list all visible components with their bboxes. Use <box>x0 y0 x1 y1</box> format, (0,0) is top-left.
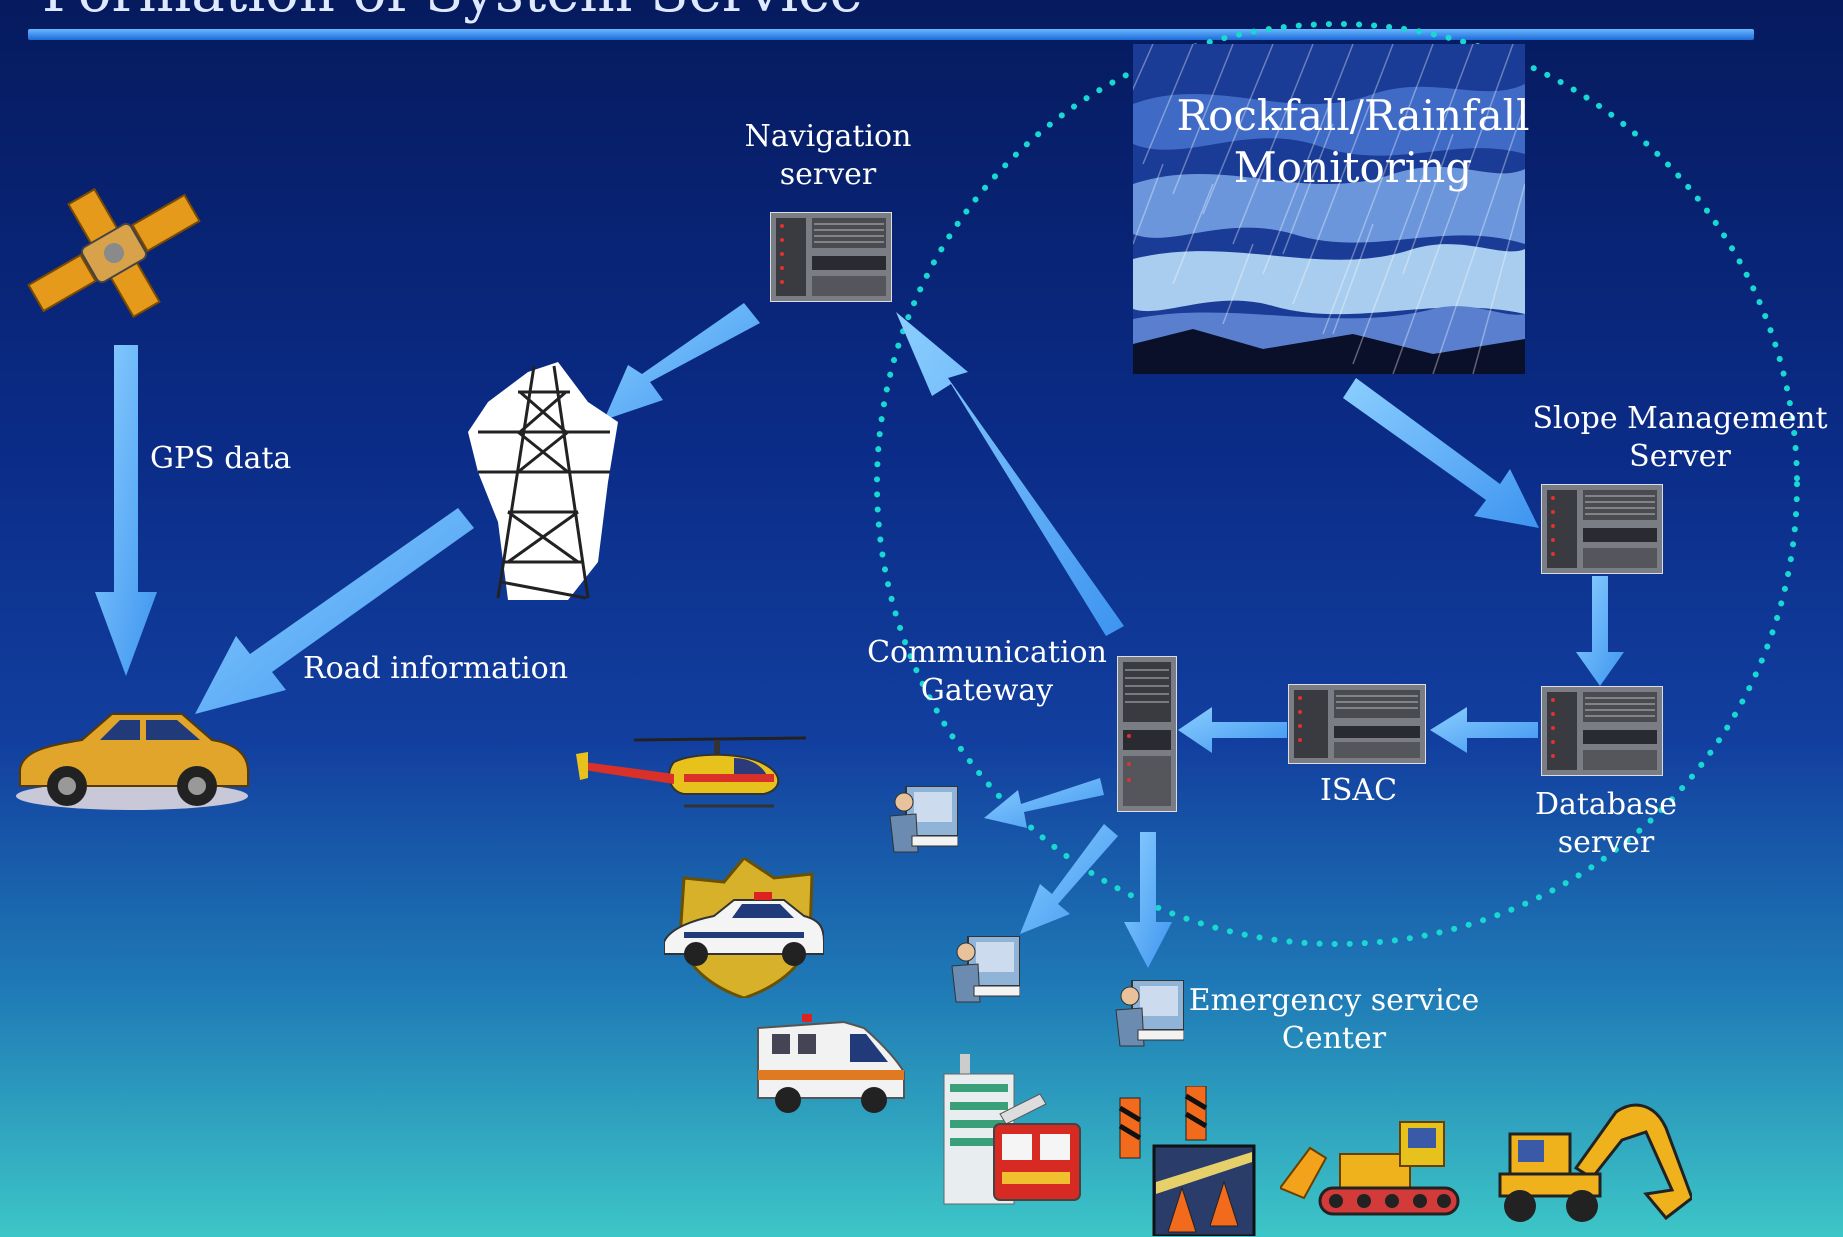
isac-to-gateway-arrow <box>1178 707 1287 753</box>
navigation-server-label: Navigation server <box>728 118 928 194</box>
db-to-isac-arrow <box>1430 707 1538 753</box>
database-server-label-line2: server <box>1557 825 1655 860</box>
bulldozer-icon <box>1280 1121 1460 1216</box>
satellite-icon <box>27 187 201 319</box>
slope-management-server-icon <box>1541 484 1663 574</box>
navigation-server-icon <box>770 212 892 302</box>
rainfall-monitoring-image <box>1133 44 1525 374</box>
monitoring-zone-circle <box>874 21 1800 947</box>
gps-arrow <box>95 345 157 676</box>
gateway-to-emergency-arrow <box>1124 832 1172 968</box>
monitoring-label-line2: Monitoring <box>1233 143 1473 192</box>
operator-icon-3 <box>1115 980 1184 1047</box>
monitoring-label: Rockfall/Rainfall Monitoring <box>1133 90 1573 194</box>
road-information-label: Road information <box>303 651 569 686</box>
gateway-to-nav-arrow <box>896 312 1124 636</box>
slope-server-label-line2: Server <box>1629 439 1731 474</box>
emergency-label-line2: Center <box>1281 1021 1387 1056</box>
police-car-icon <box>664 858 824 998</box>
slope-management-server-label: Slope Management Server <box>1530 400 1830 476</box>
fire-station-icon <box>943 1054 1081 1205</box>
communication-gateway-label: Communication Gateway <box>867 634 1107 710</box>
database-server-label: Database server <box>1520 786 1692 862</box>
database-server-label-line1: Database <box>1534 787 1678 822</box>
gateway-label-line2: Gateway <box>920 673 1054 708</box>
nav-to-tower-arrow <box>604 303 760 420</box>
navigation-server-label-line1: Navigation <box>744 119 912 154</box>
excavator-icon <box>1498 1103 1692 1222</box>
isac-label: ISAC <box>1320 773 1398 808</box>
title-divider <box>28 29 1754 40</box>
slope-server-label-line1: Slope Management <box>1532 401 1828 436</box>
roadwork-icon <box>1118 1086 1256 1236</box>
monitoring-to-slope-arrow <box>1343 378 1539 528</box>
ambulance-icon <box>757 1014 905 1113</box>
navigation-server-label-line2: server <box>779 157 877 192</box>
database-server-icon <box>1541 686 1663 776</box>
monitoring-label-line1: Rockfall/Rainfall <box>1176 91 1530 140</box>
gateway-label-line1: Communication <box>867 635 1107 670</box>
gateway-to-operator2-arrow <box>1020 824 1118 934</box>
transmission-tower-icon <box>468 362 618 600</box>
operator-icon-1 <box>889 786 958 853</box>
isac-server-icon <box>1288 684 1426 764</box>
gateway-to-operator1-arrow <box>984 778 1104 828</box>
emergency-label-line1: Emergency service <box>1188 983 1480 1018</box>
car-icon <box>16 713 249 810</box>
gps-data-label: GPS data <box>150 441 292 476</box>
page-title: Formation of System Service <box>42 0 863 25</box>
slope-to-db-arrow <box>1576 576 1624 686</box>
helicopter-icon <box>576 736 806 808</box>
operator-icon-2 <box>951 936 1020 1003</box>
communication-gateway-server-icon <box>1117 656 1177 812</box>
road-info-arrow <box>195 508 474 714</box>
emergency-center-label: Emergency service Center <box>1184 982 1484 1058</box>
